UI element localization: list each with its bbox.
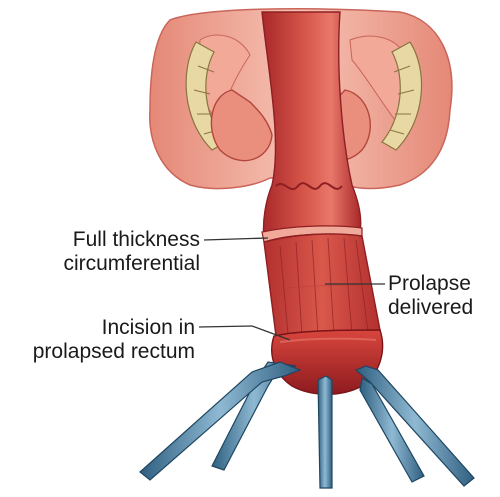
sphincter-bands <box>185 41 423 151</box>
prolapse-segment <box>263 233 381 339</box>
retractors <box>139 361 475 489</box>
rectum <box>261 11 362 241</box>
label-prolapse-line1: Prolapse <box>388 272 471 295</box>
label-prolapse-delivered: Prolapse delivered <box>388 272 473 320</box>
leader-lines <box>198 237 385 341</box>
label-incision-in-prolapsed-rectum: Incision in prolapsed rectum <box>33 316 195 364</box>
label-full-thickness-line1: Full thickness <box>72 228 200 251</box>
label-incision-line1: Incision in <box>101 316 195 339</box>
label-prolapse-line2: delivered <box>388 296 474 319</box>
label-full-thickness-circumferential: Full thickness circumferential <box>63 228 200 276</box>
label-full-thickness-line2: circumferential <box>63 252 200 275</box>
label-incision-line2: prolapsed rectum <box>32 340 195 363</box>
